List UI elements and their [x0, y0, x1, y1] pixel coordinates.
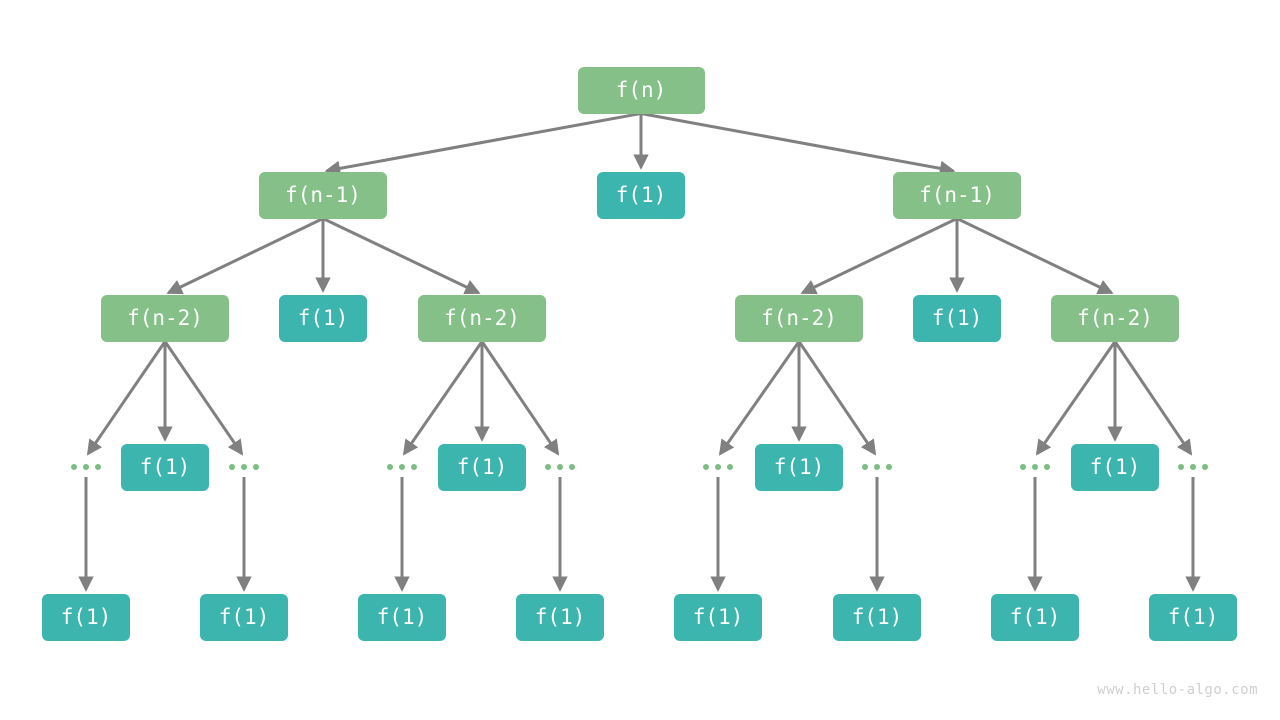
tree-node-base-n11: f(1) — [438, 443, 526, 491]
ellipsis-dot — [1032, 464, 1038, 470]
ellipsis-dot — [874, 464, 880, 470]
tree-edge-n4-to-e1 — [163, 340, 244, 456]
ellipsis-dot — [569, 464, 575, 470]
tree-node-base-n16: f(1) — [358, 593, 446, 641]
ellipsis-dot — [862, 464, 868, 470]
tree-node-recursive-n3: f(n-1) — [893, 171, 1021, 219]
tree-node-base-n15: f(1) — [200, 593, 288, 641]
ellipsis-marker-e7 — [1178, 464, 1208, 470]
ellipsis-dot — [703, 464, 709, 470]
ellipsis-dot — [1044, 464, 1050, 470]
tree-node-recursive-n1: f(n-1) — [259, 171, 387, 219]
ellipsis-dot — [545, 464, 551, 470]
ellipsis-dot — [1202, 464, 1208, 470]
tree-node-recursive-n0: f(n) — [577, 66, 705, 114]
ellipsis-dot — [727, 464, 733, 470]
ellipsis-dot — [253, 464, 259, 470]
tree-edge-n4-to-e0 — [86, 340, 167, 456]
ellipsis-dot — [387, 464, 393, 470]
tree-node-base-n19: f(1) — [833, 593, 921, 641]
tree-node-base-n2: f(1) — [597, 171, 685, 219]
tree-node-base-n17: f(1) — [516, 593, 604, 641]
ellipsis-marker-e2 — [387, 464, 417, 470]
tree-node-base-n8: f(1) — [913, 294, 1001, 342]
tree-node-base-n5: f(1) — [279, 294, 367, 342]
tree-edge-n7-to-e4 — [718, 340, 801, 456]
tree-edge-n1-to-n4 — [166, 217, 324, 295]
ellipsis-dot — [1020, 464, 1026, 470]
tree-edge-n1-to-n6 — [322, 217, 481, 295]
tree-node-recursive-n9: f(n-2) — [1051, 294, 1179, 342]
ellipsis-dot — [715, 464, 721, 470]
tree-edge-n3-to-n9 — [956, 217, 1114, 295]
ellipsis-dot — [229, 464, 235, 470]
tree-node-recursive-n4: f(n-2) — [101, 294, 229, 342]
ellipsis-dot — [1190, 464, 1196, 470]
tree-edge-n0-to-n1 — [324, 112, 642, 177]
ellipsis-dot — [241, 464, 247, 470]
tree-node-base-n10: f(1) — [121, 443, 209, 491]
ellipsis-dot — [83, 464, 89, 470]
tree-node-recursive-n7: f(n-2) — [735, 294, 863, 342]
ellipsis-dot — [71, 464, 77, 470]
tree-node-base-n18: f(1) — [674, 593, 762, 641]
ellipsis-dot — [886, 464, 892, 470]
tree-node-base-n21: f(1) — [1149, 593, 1237, 641]
ellipsis-dot — [95, 464, 101, 470]
ellipsis-marker-e4 — [703, 464, 733, 470]
tree-node-base-n20: f(1) — [991, 593, 1079, 641]
ellipsis-dot — [557, 464, 563, 470]
tree-edge-n0-to-n3 — [640, 112, 956, 177]
tree-edge-n6-to-e2 — [402, 340, 484, 456]
tree-edge-n6-to-e3 — [480, 340, 560, 456]
ellipsis-dot — [399, 464, 405, 470]
ellipsis-dot — [411, 464, 417, 470]
ellipsis-marker-e5 — [862, 464, 892, 470]
ellipsis-marker-e3 — [545, 464, 575, 470]
tree-edge-n9-to-e7 — [1113, 340, 1193, 456]
tree-node-base-n13: f(1) — [1071, 443, 1159, 491]
watermark: www.hello-algo.com — [1097, 682, 1258, 698]
ellipsis-marker-e0 — [71, 464, 101, 470]
ellipsis-marker-e1 — [229, 464, 259, 470]
tree-node-recursive-n6: f(n-2) — [418, 294, 546, 342]
tree-node-base-n14: f(1) — [42, 593, 130, 641]
ellipsis-dot — [1178, 464, 1184, 470]
ellipsis-marker-e6 — [1020, 464, 1050, 470]
tree-edge-n9-to-e6 — [1035, 340, 1117, 456]
tree-edge-n7-to-e5 — [797, 340, 877, 456]
tree-node-base-n12: f(1) — [755, 443, 843, 491]
tree-edge-n3-to-n7 — [800, 217, 958, 295]
